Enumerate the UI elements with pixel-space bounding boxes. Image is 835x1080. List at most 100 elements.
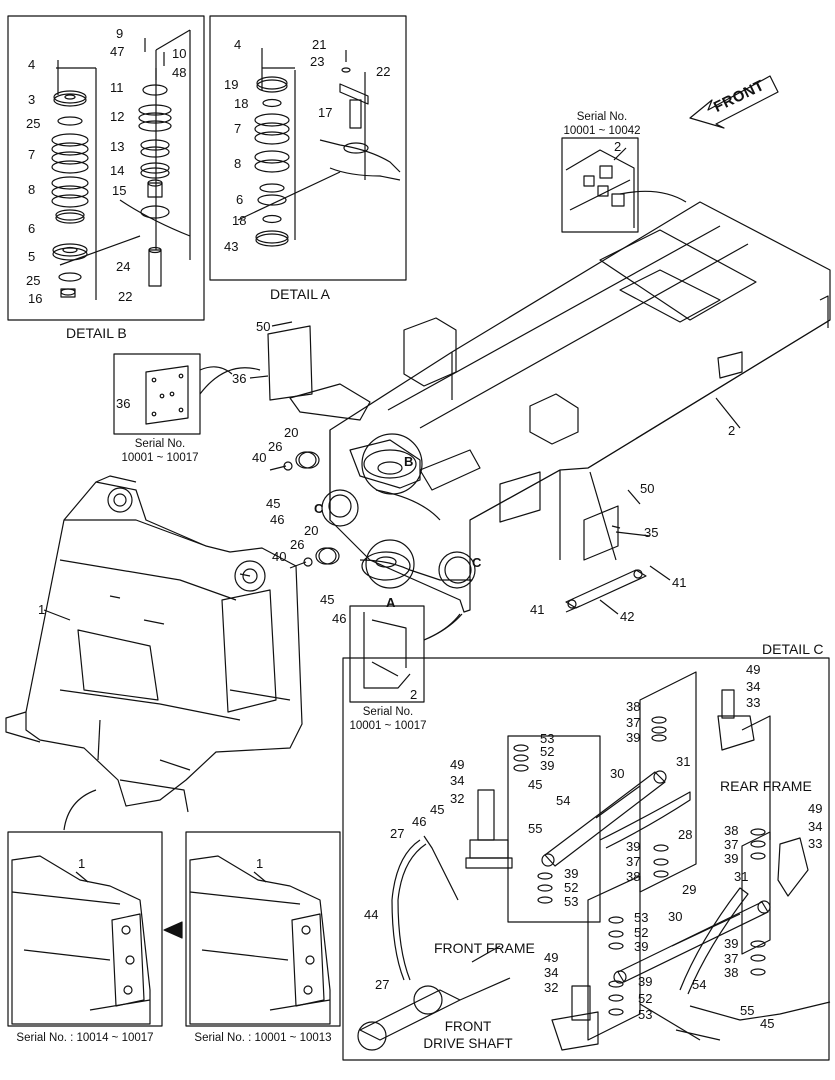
callout-number: 12 xyxy=(110,109,125,124)
serial-caption-mid-bracket: Serial No. 10001 ~ 10017 xyxy=(340,705,436,733)
callout-number: 45 xyxy=(266,496,281,511)
detail-c-parts xyxy=(357,671,831,1051)
connector-to-bottom-views xyxy=(63,789,97,831)
callout-number: 48 xyxy=(172,65,187,80)
callout-number: 23 xyxy=(310,54,325,69)
serial-inset-left-parts xyxy=(145,365,233,425)
callout-number: 53 xyxy=(540,731,555,746)
callout-number: 34 xyxy=(544,965,559,980)
callout-number: 53 xyxy=(638,1007,653,1022)
callout-number: 52 xyxy=(638,991,653,1006)
detail-a-parts xyxy=(237,48,401,247)
callout-number: 27 xyxy=(375,977,390,992)
callout-number: 2 xyxy=(614,139,622,154)
callout-number: 21 xyxy=(312,37,327,52)
callout-number: 50 xyxy=(640,481,655,496)
callout-number: 19 xyxy=(224,77,239,92)
callout-number: 24 xyxy=(116,259,131,274)
callout-number: 7 xyxy=(234,121,242,136)
pivot-hardware-upper xyxy=(269,451,320,471)
callout-number: 41 xyxy=(672,575,687,590)
callout-number: 2 xyxy=(410,687,418,702)
callout-number: 6 xyxy=(28,221,36,236)
callout-number: 18 xyxy=(232,213,247,228)
bottom-view-mid-drawing xyxy=(189,855,331,1025)
callout-number: 49 xyxy=(450,757,465,772)
arrow-bottom-mid xyxy=(163,921,183,939)
callout-number: 49 xyxy=(746,662,761,677)
serial-caption-left-plate: Serial No. 10001 ~ 10017 xyxy=(112,437,208,465)
callout-number: 16 xyxy=(28,291,43,306)
callout-number: 39 xyxy=(626,730,641,745)
callout-number: 34 xyxy=(746,679,761,694)
callout-number: 2 xyxy=(728,423,736,438)
callout-number: 50 xyxy=(256,319,271,334)
callout-number: 45 xyxy=(320,592,335,607)
front-drive-shaft-line2: DRIVE SHAFT xyxy=(423,1036,513,1051)
main-leader-lines xyxy=(43,147,741,621)
callout-number: 34 xyxy=(450,773,465,788)
callout-number: 41 xyxy=(530,602,545,617)
zone-label-c-lower: C xyxy=(472,555,482,570)
detail-c-frame xyxy=(342,657,830,1061)
zone-circle-a xyxy=(365,539,415,589)
callout-number: 30 xyxy=(668,909,683,924)
serial-caption-mid-bracket-line1: Serial No. xyxy=(362,706,414,718)
callout-number: 8 xyxy=(234,156,242,171)
callout-number: 1 xyxy=(38,602,46,617)
pivot-hardware-lower xyxy=(289,547,340,569)
callout-number: 36 xyxy=(232,371,247,386)
callout-number: 46 xyxy=(270,512,285,527)
callout-number: 10 xyxy=(172,46,187,61)
detail-b-frame xyxy=(7,15,205,321)
front-frame-drawing xyxy=(5,475,303,813)
callout-number: 44 xyxy=(364,907,379,922)
zone-label-c-upper: C xyxy=(314,501,324,516)
callout-number: 27 xyxy=(390,826,405,841)
front-arrow-shape xyxy=(689,75,779,129)
serial-caption-bottom-left: Serial No. : 10014 ~ 10017 xyxy=(16,1032,154,1044)
callout-number: 34 xyxy=(808,819,823,834)
link-bar-42 xyxy=(565,569,647,609)
callout-number: 38 xyxy=(626,699,641,714)
callout-number: 13 xyxy=(110,139,125,154)
callout-number: 55 xyxy=(740,1003,755,1018)
callout-number: 28 xyxy=(678,827,693,842)
bottom-view-mid-frame xyxy=(185,831,341,1027)
callout-number: 52 xyxy=(564,880,579,895)
callout-number: 45 xyxy=(528,777,543,792)
callout-number: 39 xyxy=(724,851,739,866)
callout-number: 40 xyxy=(272,549,287,564)
detail-b-title: DETAIL B xyxy=(66,325,127,341)
callout-number: 11 xyxy=(110,80,124,95)
callout-number: 29 xyxy=(682,882,697,897)
callout-number: 45 xyxy=(760,1016,775,1031)
callout-number: 6 xyxy=(236,192,244,207)
zone-circle-c-lower xyxy=(438,551,476,589)
callout-number: 25 xyxy=(26,273,41,288)
callout-number: 42 xyxy=(620,609,635,624)
callout-number: 1 xyxy=(78,856,86,871)
callout-number: 4 xyxy=(28,57,36,72)
callout-number: 39 xyxy=(626,839,641,854)
callout-number: 7 xyxy=(28,147,36,162)
callout-number: 32 xyxy=(544,980,559,995)
serial-caption-top-right: Serial No. 10001 ~ 10042 xyxy=(556,110,648,138)
detail-c-washers xyxy=(513,716,766,1016)
connector-to-mid-bracket xyxy=(423,613,463,641)
callout-number: 47 xyxy=(110,44,125,59)
callout-number: 49 xyxy=(808,801,823,816)
zone-label-a: A xyxy=(386,595,396,610)
callout-number: 39 xyxy=(634,939,649,954)
callout-number: 35 xyxy=(644,525,659,540)
callout-number: 5 xyxy=(28,249,36,264)
zone-circle-b xyxy=(361,433,423,495)
callout-number: 37 xyxy=(724,837,739,852)
serial-inset-top-right xyxy=(561,137,639,233)
callout-number: 49 xyxy=(544,950,559,965)
front-frame-label: FRONT FRAME xyxy=(434,940,535,956)
serial-caption-top-right-line1: Serial No. xyxy=(576,111,628,123)
callout-number: 33 xyxy=(746,695,761,710)
callout-number: 54 xyxy=(556,793,571,808)
